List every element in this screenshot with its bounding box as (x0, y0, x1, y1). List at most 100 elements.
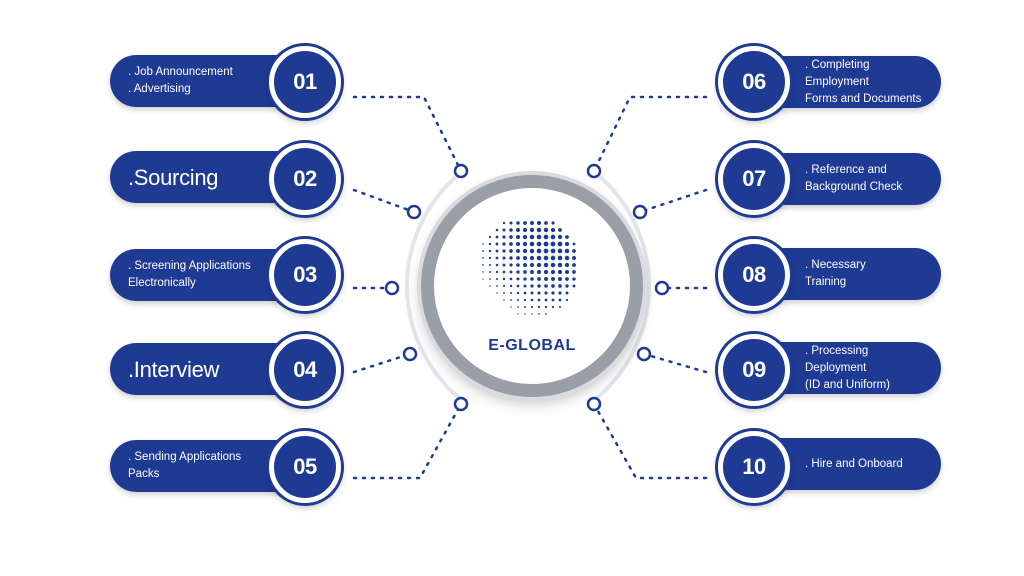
globe-dot (543, 248, 549, 254)
step-07-badge: 07 (718, 143, 790, 215)
left-arc (404, 166, 469, 406)
globe-dot (550, 234, 556, 240)
globe-dot (495, 235, 499, 239)
globe-dot (558, 291, 562, 295)
globe-dot (550, 227, 556, 233)
globe-dot (557, 234, 563, 240)
globe-dot (572, 284, 576, 288)
globe-dot (564, 255, 570, 261)
globe-dot (516, 298, 520, 302)
globe-dot (564, 248, 570, 254)
globe-dot (537, 298, 541, 302)
globe-dot (537, 291, 541, 295)
globe-dot (565, 291, 569, 295)
globe-dot (550, 269, 556, 275)
globe-dot (522, 234, 528, 240)
globe-dot (509, 256, 513, 260)
step-10-badge: 10 (718, 431, 790, 503)
globe-dot (537, 305, 541, 309)
globe-dot (551, 298, 555, 302)
globe-dot (489, 285, 491, 287)
globe-dot (550, 262, 556, 268)
globe-dot (551, 291, 555, 295)
globe-dot (509, 270, 513, 274)
globe-dot (509, 221, 513, 225)
node-06 (586, 163, 602, 179)
globe-dot (564, 241, 570, 247)
step-02-label: .Sourcing (128, 164, 219, 190)
step-09-badge: 09 (718, 334, 790, 406)
globe-dot (557, 248, 563, 254)
globe-dot (543, 262, 549, 268)
globe-dot (529, 255, 535, 261)
step-04-badge: 04 (269, 334, 341, 406)
globe-dot (558, 298, 562, 302)
globe-dot (536, 234, 542, 240)
globe-dot (536, 269, 542, 275)
connector-10 (592, 402, 708, 480)
globe-dot (523, 263, 527, 267)
globe-dot (502, 228, 506, 232)
globe-dot (495, 249, 499, 253)
globe-dot (510, 306, 512, 308)
globe-dot (516, 270, 520, 274)
globe-dot (564, 269, 570, 275)
connector-05 (352, 402, 463, 480)
connector-02 (352, 188, 416, 214)
globe-dot (515, 241, 521, 247)
globe-dot (531, 313, 533, 315)
globe-dot (543, 227, 549, 233)
globe-dot (502, 221, 506, 225)
connector-07 (638, 188, 708, 214)
globe-dot (544, 221, 548, 225)
dotted-connectors (352, 95, 708, 480)
globe-dot (530, 298, 534, 302)
hub-title: E-GLOBAL (488, 337, 576, 354)
globe-dot (530, 305, 534, 309)
globe-dot (509, 263, 513, 267)
globe-dot (545, 313, 547, 315)
globe-dot (522, 255, 528, 261)
globe-dot (482, 257, 484, 259)
globe-dot (496, 285, 498, 287)
globe-dot (550, 276, 556, 282)
globe-dot (523, 221, 527, 225)
globe-dot (495, 242, 499, 246)
globe-dot (565, 277, 569, 281)
globe-dot (544, 305, 548, 309)
globe-dot (502, 256, 506, 260)
globe-dot (523, 270, 527, 274)
node-08 (654, 280, 670, 296)
globe-dot (502, 263, 506, 267)
globe-dot (509, 291, 513, 295)
globe-dot (572, 249, 576, 253)
globe-dot (516, 291, 520, 295)
globe-dot (516, 256, 520, 260)
globe-dot (522, 248, 528, 254)
globe-dot (523, 291, 527, 295)
right-arc (587, 166, 652, 406)
step-05-badge: 05 (269, 431, 341, 503)
globe-dot (495, 256, 499, 260)
globe-dot (522, 227, 528, 233)
globe-dot (496, 292, 498, 294)
globe-dot (489, 271, 491, 273)
node-03 (384, 280, 400, 296)
globe-dot (544, 284, 548, 288)
globe-dot (516, 228, 520, 232)
globe-dot (482, 243, 484, 245)
globe-dot (502, 270, 506, 274)
connector-nodes (384, 163, 670, 412)
globe-dot (502, 249, 506, 253)
globe-dot (502, 277, 506, 281)
step-10-label: . Hire and Onboard (805, 457, 903, 470)
globe-dot (516, 277, 520, 281)
globe-dot (529, 248, 535, 254)
globe-dot (538, 313, 540, 315)
node-09 (636, 346, 652, 362)
globe-dot (529, 241, 535, 247)
globe-dot (557, 255, 563, 261)
globe-dot (557, 241, 563, 247)
globe-dot (530, 270, 534, 274)
